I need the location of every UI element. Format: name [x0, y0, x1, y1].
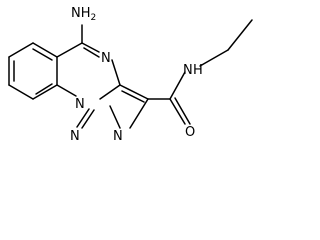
amide-nitrogen-label: N	[183, 63, 193, 78]
benzene-ring	[8, 42, 58, 100]
pyrimidine-ring	[56, 42, 121, 100]
chemical-structure-diagram: NH2 N N H O N N N	[8, 6, 253, 144]
carboxamide-group	[147, 19, 253, 125]
amine-label: NH2	[71, 6, 96, 23]
carbonyl-oxygen-label: O	[185, 125, 195, 140]
ring-nitrogen-label: N	[101, 51, 111, 66]
triazole-n1-label: N	[75, 97, 85, 112]
triazole-n2-label: N	[70, 129, 80, 144]
triazole-n3-label: N	[113, 129, 123, 144]
amide-hydrogen-label: H	[193, 63, 203, 78]
triazole-ring	[76, 84, 149, 129]
